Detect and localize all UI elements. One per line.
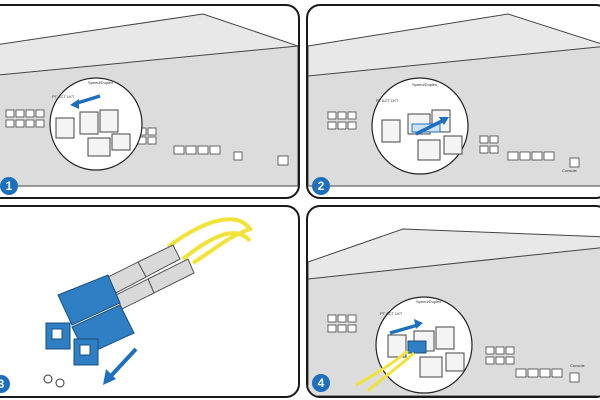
step-2-panel: PT ACT LKT Speed/Duplex Console 2: [306, 4, 600, 199]
console-label: Console: [570, 363, 585, 368]
insert-arrow: [415, 118, 445, 136]
step-badge-1: 1: [0, 177, 18, 195]
step-badge-3: 3: [0, 375, 10, 393]
module-label: Speed/Duplex: [88, 80, 113, 85]
pull-arrow: [108, 347, 138, 379]
fiber-cable: [166, 217, 254, 265]
step-3-panel: 3: [0, 205, 300, 398]
switch-illustration-4: PT ACT LKT Speed/Duplex Console: [308, 228, 600, 396]
switch-illustration-1: PT ACT LKT Speed/Duplex: [0, 13, 298, 187]
port-text: PT ACT LKT: [380, 311, 403, 316]
insert-arrow: [389, 323, 419, 335]
dust-caps: [43, 374, 65, 388]
fiber-cable: [181, 231, 252, 261]
step-4-panel: PT ACT LKT Speed/Duplex Console 4: [306, 205, 600, 398]
module-label: Speed/Duplex: [416, 299, 441, 304]
fiber-cable: [366, 351, 416, 393]
step-1-panel: PT ACT LKT Speed/Duplex 1: [0, 4, 300, 199]
fiber-connector-illustration: [43, 217, 254, 388]
step-badge-4: 4: [312, 374, 330, 392]
port-text: PT ACT LKT: [376, 98, 399, 103]
lc-connector: [407, 340, 427, 354]
switch-illustration-2: PT ACT LKT Speed/Duplex Console: [308, 13, 600, 187]
module-label: Speed/Duplex: [412, 82, 437, 87]
fiber-cable: [355, 349, 409, 387]
port-text: PT ACT LKT: [52, 94, 75, 99]
console-label: Console: [562, 168, 577, 173]
step-badge-2: 2: [312, 177, 330, 195]
lc-connector: [45, 274, 135, 366]
